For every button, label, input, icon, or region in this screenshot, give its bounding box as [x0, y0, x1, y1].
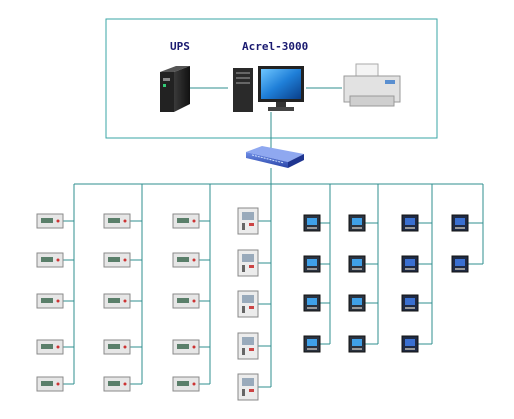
display-meter-a — [303, 214, 321, 232]
computer-workstation-icon — [233, 66, 304, 112]
protection-relay — [237, 332, 259, 360]
display-meter-b — [348, 294, 366, 312]
dark-meter-a — [401, 335, 419, 353]
field-devices — [36, 184, 484, 401]
dark-meter-a — [401, 255, 419, 273]
meter-col-1-device — [36, 376, 64, 392]
meter-col-2-device — [103, 339, 131, 355]
meter-col-3-device — [172, 293, 200, 309]
meter-col-3-device — [172, 252, 200, 268]
ups-label: UPS — [170, 40, 190, 53]
dark-meter-b — [451, 214, 469, 232]
meter-col-2-device — [103, 376, 131, 392]
network-switch-icon — [246, 146, 304, 168]
meter-col-3-device — [172, 339, 200, 355]
ups-icon — [160, 66, 190, 112]
protection-relay — [237, 249, 259, 277]
system-label: Acrel-3000 — [242, 40, 308, 53]
display-meter-b — [348, 335, 366, 353]
meter-col-2-device — [103, 293, 131, 309]
printer-icon — [343, 63, 401, 107]
meter-col-1-device — [36, 339, 64, 355]
meter-col-2-device — [103, 213, 131, 229]
meter-col-1-device — [36, 293, 64, 309]
display-meter-a — [303, 294, 321, 312]
display-meter-a — [303, 255, 321, 273]
dark-meter-b — [451, 255, 469, 273]
protection-relay — [237, 207, 259, 235]
meter-col-1-device — [36, 213, 64, 229]
meter-col-2-device — [103, 252, 131, 268]
dark-meter-a — [401, 214, 419, 232]
protection-relay — [237, 373, 259, 401]
display-meter-b — [348, 255, 366, 273]
display-meter-a — [303, 335, 321, 353]
meter-col-3-device — [172, 213, 200, 229]
meter-col-3-device — [172, 376, 200, 392]
protection-relay — [237, 290, 259, 318]
dark-meter-a — [401, 294, 419, 312]
display-meter-b — [348, 214, 366, 232]
meter-col-1-device — [36, 252, 64, 268]
